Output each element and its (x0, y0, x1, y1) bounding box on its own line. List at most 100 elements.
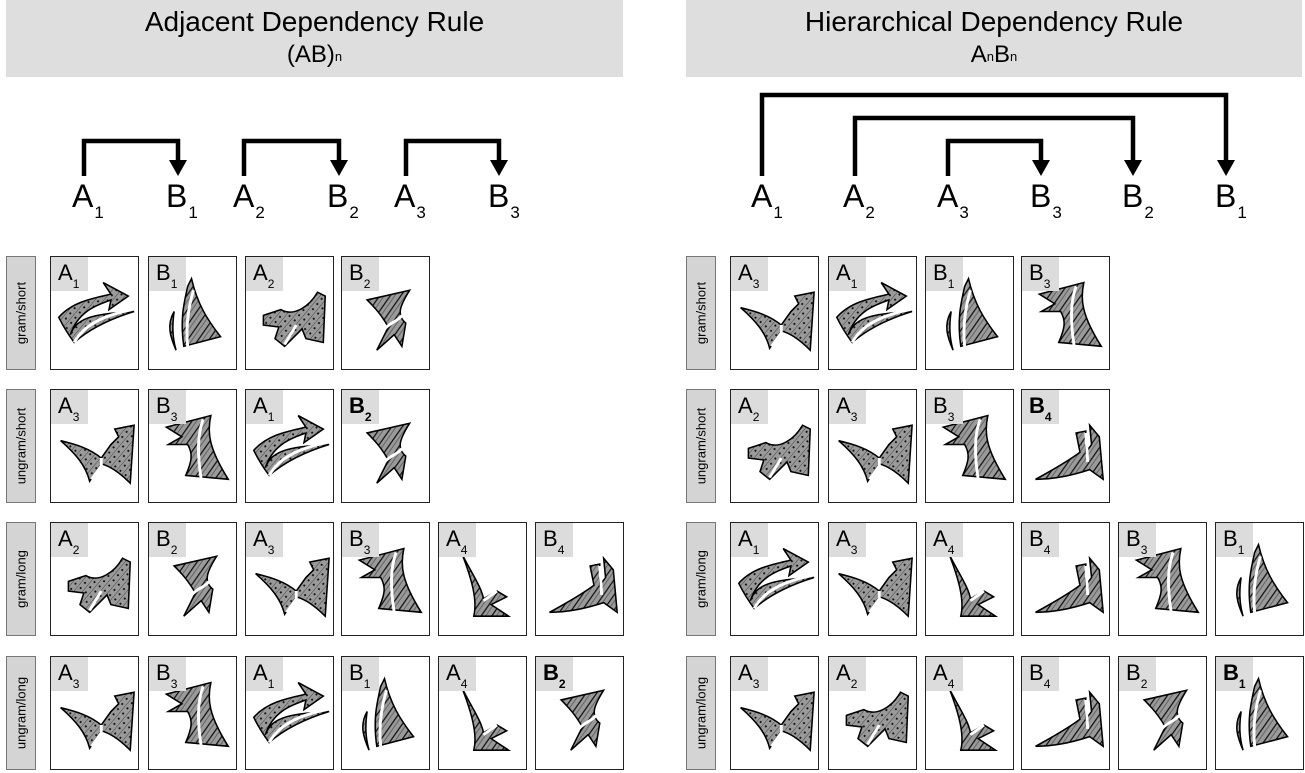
stimulus-card: B1 (341, 656, 430, 770)
stimulus-card: B3 (1118, 522, 1207, 636)
token-adjacent-4: B2 (327, 178, 359, 223)
row-label: ungram/short (686, 389, 716, 503)
formula-hierarchical: AnBn (970, 41, 1018, 68)
stimulus-card: A2 (730, 389, 819, 503)
stimulus-card: A1 (50, 256, 139, 370)
shape-b4-icon (1035, 555, 1105, 614)
title-adjacent: Adjacent Dependency Rule (144, 6, 485, 37)
token-hierarchical-3: A3 (937, 178, 969, 223)
stimulus-card: A3 (828, 522, 917, 636)
token-hierarchical-1: A1 (751, 178, 783, 223)
shape-b3-icon (164, 681, 230, 748)
shape-a3-icon (255, 557, 330, 618)
shape-b3-icon (1134, 547, 1200, 614)
card-label: B3 (1022, 257, 1059, 291)
shape-a2-icon (262, 291, 327, 348)
shape-b2-icon (1142, 689, 1189, 751)
token-adjacent-5: A3 (394, 178, 426, 223)
token-adjacent-3: A2 (233, 178, 265, 223)
formula-adjacent: (AB)n (286, 41, 343, 68)
card-label: A4 (439, 523, 476, 557)
token-hierarchical-2: A2 (843, 178, 875, 223)
shape-a3-icon (838, 557, 913, 618)
stimulus-card: A2 (245, 256, 334, 370)
stimulus-card: A3 (245, 522, 334, 636)
shape-b1-icon (362, 676, 415, 751)
shape-b2-icon (559, 689, 606, 751)
stimulus-card: B3 (148, 389, 237, 503)
shape-b1-icon (946, 276, 999, 351)
card-label: B2 (342, 257, 379, 291)
header-hierarchical: Hierarchical Dependency Rule AnBn (686, 0, 1302, 77)
shape-b3-icon (1037, 281, 1103, 348)
card-label: A2 (51, 523, 88, 557)
card-label: B2 (342, 390, 379, 424)
dependency-arcs (81, 92, 1235, 176)
card-label: B4 (536, 523, 573, 557)
stimulus-card: A2 (828, 656, 917, 770)
shape-b1-icon (1236, 676, 1289, 751)
stimulus-card: B1 (925, 256, 1014, 370)
shape-b4-icon (549, 555, 619, 614)
stimulus-card: B3 (925, 389, 1014, 503)
shape-b3-icon (357, 547, 423, 614)
stimulus-card: A3 (50, 389, 139, 503)
row-label: gram/long (6, 522, 36, 636)
token-hierarchical-5: B2 (1122, 178, 1154, 223)
card-label: B3 (149, 390, 186, 424)
shape-b2-icon (365, 289, 412, 351)
card-label: B3 (1119, 523, 1156, 557)
shape-b3-icon (164, 414, 230, 481)
row-label: ungram/long (6, 656, 36, 770)
card-label: A4 (926, 523, 963, 557)
stimulus-card: A1 (730, 522, 819, 636)
card-label: A3 (246, 523, 283, 557)
stimulus-card: B3 (1021, 256, 1110, 370)
card-label: B2 (149, 523, 186, 557)
card-label: A1 (829, 257, 866, 291)
stimulus-card: A1 (828, 256, 917, 370)
card-label: B3 (926, 390, 963, 424)
stimulus-card: B4 (1021, 656, 1110, 770)
stimulus-card: B2 (341, 256, 430, 370)
shape-a1-icon (835, 281, 913, 344)
shape-a3-icon (838, 424, 913, 485)
card-label: B2 (536, 657, 573, 691)
stimulus-card: B4 (535, 522, 624, 636)
row-label: gram/short (686, 256, 716, 370)
card-label: A2 (246, 257, 283, 291)
card-label: A3 (731, 257, 768, 291)
shape-a3-icon (740, 291, 815, 352)
card-label: B3 (149, 657, 186, 691)
token-hierarchical-4: B3 (1030, 178, 1062, 223)
row-label: ungram/long (686, 656, 716, 770)
shape-a3-icon (60, 424, 135, 485)
shape-a2-icon (747, 424, 812, 481)
shape-a4-icon (461, 687, 512, 751)
shape-b1-icon (1236, 542, 1289, 617)
shape-a1-icon (57, 281, 135, 344)
stimulus-card: A2 (50, 522, 139, 636)
token-adjacent-1: A1 (72, 178, 104, 223)
shape-a2-icon (67, 557, 132, 614)
stimulus-card: B1 (148, 256, 237, 370)
shape-b2-icon (365, 422, 412, 484)
card-label: B3 (342, 523, 379, 557)
shape-a1-icon (252, 681, 330, 744)
card-label: A1 (51, 257, 88, 291)
stimulus-card: A1 (245, 656, 334, 770)
stimulus-card: A3 (730, 256, 819, 370)
shape-a4-icon (948, 553, 999, 617)
shape-a3-icon (60, 691, 135, 752)
stimulus-card: B1 (1215, 522, 1304, 636)
token-hierarchical-6: B1 (1215, 178, 1247, 223)
stimulus-card: A3 (828, 389, 917, 503)
stimulus-card: B3 (148, 656, 237, 770)
card-label: B1 (149, 257, 186, 291)
card-label: A1 (731, 523, 768, 557)
shape-b1-icon (169, 276, 222, 351)
row-label: gram/long (686, 522, 716, 636)
shape-b4-icon (1035, 422, 1105, 481)
shape-b3-icon (941, 414, 1007, 481)
card-label: B1 (342, 657, 379, 691)
